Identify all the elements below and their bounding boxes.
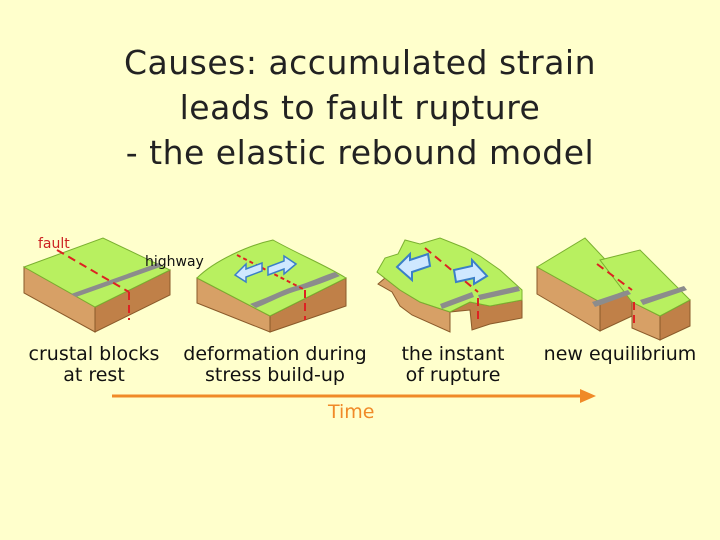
stage-3-rupture: [376, 237, 523, 333]
highway-label: highway: [145, 254, 204, 270]
elastic-rebound-diagram: [22, 237, 691, 403]
stage-4-caption: new equilibrium: [540, 344, 700, 365]
stage-4-caption-line-1: new equilibrium: [543, 343, 697, 365]
stage-1-caption: crustal blocks at rest: [24, 344, 164, 386]
stage-3-highway-left: [440, 292, 474, 309]
stage-4-fault-line: [596, 263, 633, 291]
stage-1-caption-line-1: crustal blocks: [28, 343, 160, 365]
stage-3-caption-line-1: the instant: [401, 343, 505, 365]
title-line-2: leads to fault rupture: [179, 88, 541, 127]
stage-2-caption: deformation during stress build-up: [180, 344, 370, 386]
slide-title: Causes: accumulated strain leads to faul…: [0, 40, 720, 175]
stage-2-top-surface: [196, 239, 348, 317]
stage-1-caption-line-2: at rest: [63, 364, 125, 386]
stage-3-caption: the instant of rupture: [392, 344, 514, 386]
stage-3-caption-line-2: of rupture: [405, 364, 501, 386]
stage-3-fault-line: [424, 247, 479, 293]
stage-1-highway: [71, 263, 163, 297]
stage-2-arrow-right: [267, 254, 298, 277]
stage-1-blocks-at-rest: [22, 237, 172, 333]
stage-1-fault-line: [56, 249, 130, 293]
stage-2-caption-line-1: deformation during: [183, 343, 367, 365]
stage-4-highway-left: [592, 290, 631, 307]
stage-3-arrow-left: [395, 251, 432, 283]
time-label: Time: [328, 401, 375, 423]
stage-4-highway-right: [640, 286, 687, 305]
stage-2-highway: [250, 272, 340, 308]
stage-2-caption-line-2: stress build-up: [205, 364, 345, 386]
stage-2-arrow-left: [233, 261, 263, 284]
stage-2-deformation: [196, 239, 348, 333]
stage-3-arrow-right: [452, 257, 489, 286]
title-line-1: Causes: accumulated strain: [123, 43, 597, 82]
time-arrow-head: [580, 389, 596, 403]
stage-4-new-equilibrium: [536, 237, 691, 341]
stage-3-highway-right: [478, 286, 520, 300]
fault-label: fault: [38, 236, 70, 252]
title-line-3: - the elastic rebound model: [125, 133, 595, 172]
